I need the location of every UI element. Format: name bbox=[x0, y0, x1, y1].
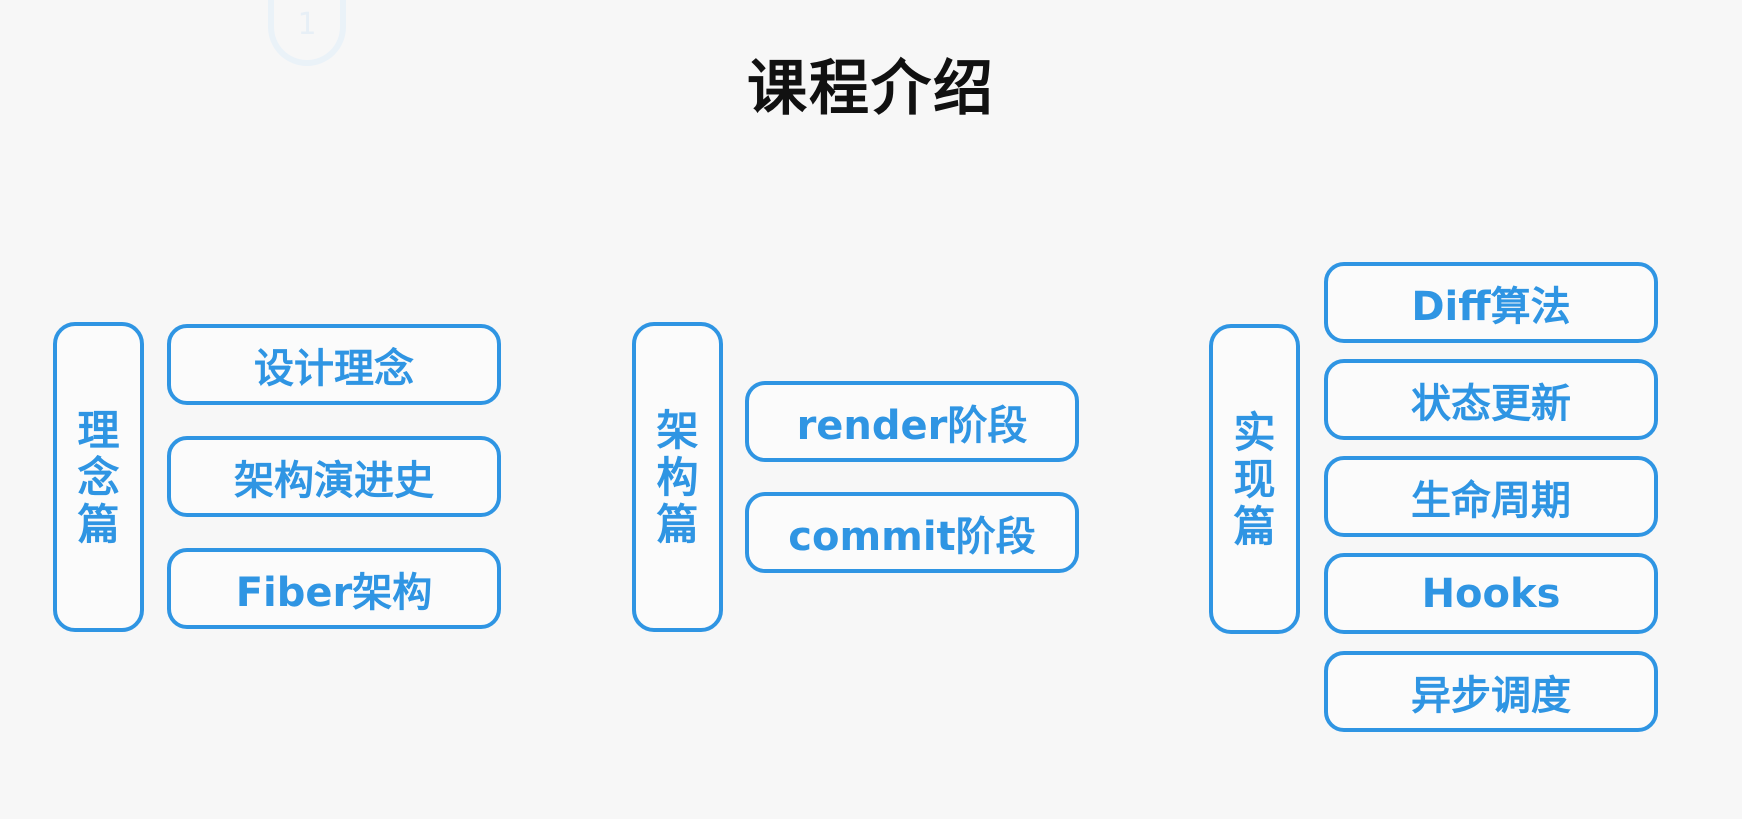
topic-label: 异步调度 bbox=[1411, 672, 1571, 719]
category-label: 实现篇 bbox=[1233, 407, 1276, 551]
topic-label: 设计理念 bbox=[254, 345, 414, 392]
category-label: 架构篇 bbox=[656, 405, 699, 549]
slide-number: 1 bbox=[268, 0, 346, 66]
category-concept: 理念篇 bbox=[53, 322, 144, 632]
topic-diff-algorithm: Diff算法 bbox=[1324, 262, 1658, 343]
topic-label: Hooks bbox=[1421, 570, 1561, 617]
topic-label: Fiber架构 bbox=[235, 569, 433, 616]
topic-fiber-architecture: Fiber架构 bbox=[167, 548, 501, 629]
category-label: 理念篇 bbox=[77, 405, 120, 549]
topic-label: 架构演进史 bbox=[234, 457, 434, 504]
topic-architecture-history: 架构演进史 bbox=[167, 436, 501, 517]
topic-label: render阶段 bbox=[796, 402, 1028, 449]
topic-commit-phase: commit阶段 bbox=[745, 492, 1079, 573]
topic-design-concept: 设计理念 bbox=[167, 324, 501, 405]
topic-label: commit阶段 bbox=[788, 513, 1036, 560]
topic-label: 生命周期 bbox=[1411, 477, 1571, 524]
page-title: 课程介绍 bbox=[747, 54, 995, 124]
topic-label: 状态更新 bbox=[1411, 380, 1571, 427]
topic-lifecycle: 生命周期 bbox=[1324, 456, 1658, 537]
category-architecture: 架构篇 bbox=[632, 322, 723, 632]
topic-async-scheduling: 异步调度 bbox=[1324, 651, 1658, 732]
topic-render-phase: render阶段 bbox=[745, 381, 1079, 462]
topic-label: Diff算法 bbox=[1411, 283, 1571, 330]
category-implementation: 实现篇 bbox=[1209, 324, 1300, 634]
topic-hooks: Hooks bbox=[1324, 553, 1658, 634]
topic-state-update: 状态更新 bbox=[1324, 359, 1658, 440]
